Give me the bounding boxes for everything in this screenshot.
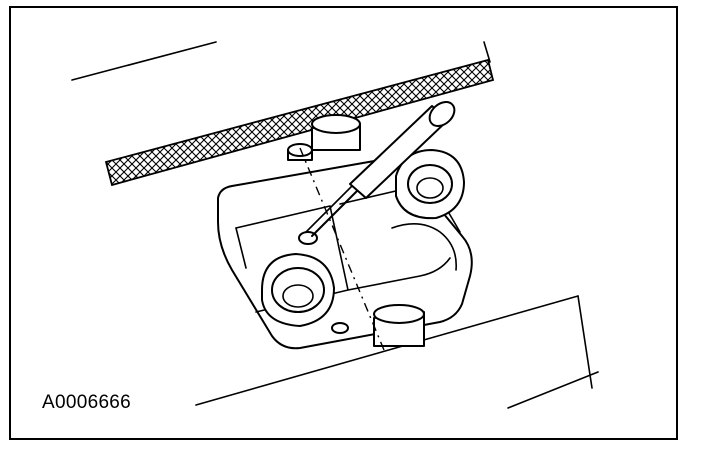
tool-shaft-edge <box>305 185 353 233</box>
plunger-centerline <box>299 147 385 351</box>
upper-post-top <box>311 114 361 134</box>
upper-pin-top <box>287 143 313 157</box>
tool-handle-end <box>428 101 456 127</box>
tool-shaft <box>311 189 359 237</box>
engine-outline-edge <box>577 295 593 389</box>
lower-post-top <box>373 304 425 324</box>
lower-small-hole <box>331 322 349 334</box>
engine-outline-line <box>71 41 217 81</box>
hatched-section <box>104 58 495 187</box>
lower-bolt-hole <box>271 267 325 313</box>
upper-bolt-hole-inner <box>416 177 444 199</box>
engine-outline-edge <box>483 41 491 63</box>
engine-outline-line <box>195 295 579 406</box>
engine-outline-line <box>507 371 599 409</box>
tensioner-side-curve <box>391 223 457 271</box>
figure-border <box>9 6 678 440</box>
lower-bolt-hole-inner <box>282 284 314 308</box>
figure-id-label: A0006666 <box>42 392 132 413</box>
tensioner-face-edge <box>235 227 247 269</box>
tensioner-lower-edge <box>347 257 451 291</box>
